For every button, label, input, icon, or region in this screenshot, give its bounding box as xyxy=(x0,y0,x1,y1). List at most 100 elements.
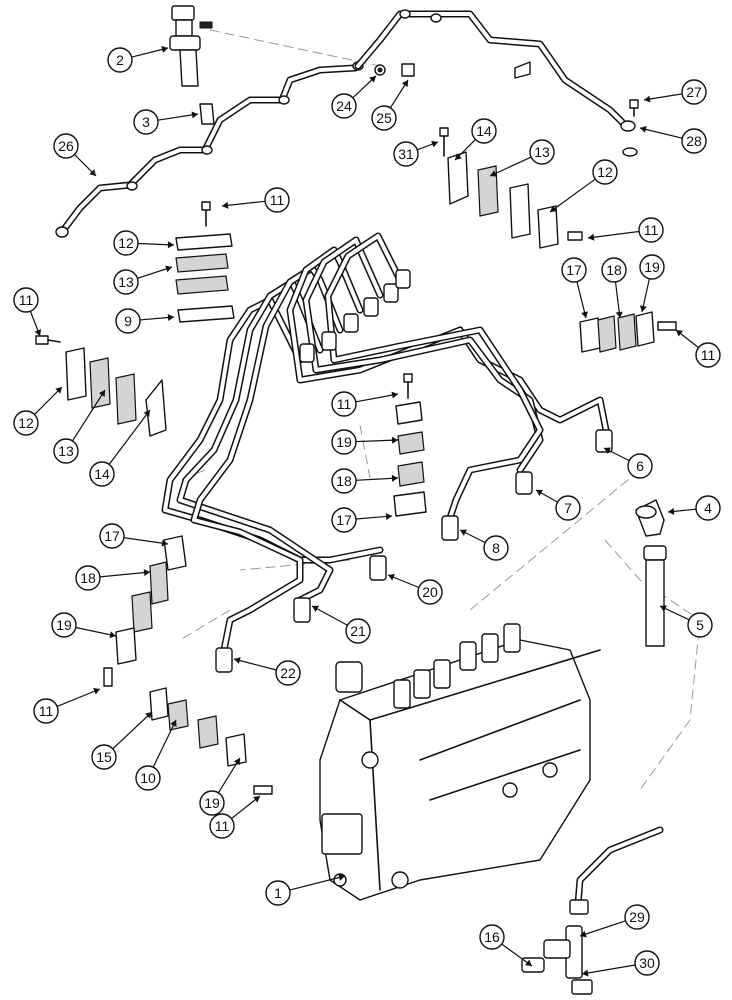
callout-number: 17 xyxy=(336,512,352,528)
callout-circle xyxy=(13,410,39,436)
callout-circle xyxy=(529,139,555,165)
callout-number: 26 xyxy=(58,138,74,154)
clamp-set-bottom xyxy=(149,687,273,795)
callout-number: 8 xyxy=(492,540,500,556)
callout-28: 28 xyxy=(639,126,707,154)
leader-line xyxy=(99,571,151,578)
callout-circle xyxy=(331,468,357,494)
leader-arrow xyxy=(34,329,42,336)
callout-circle xyxy=(331,93,357,119)
fuel-return-line-right xyxy=(354,9,638,157)
callout-30: 30 xyxy=(581,950,660,977)
leader-line xyxy=(221,200,266,207)
callout-17: 17 xyxy=(561,257,588,319)
callout-12: 12 xyxy=(113,230,175,256)
callout-number: 20 xyxy=(422,584,438,600)
leader-arrow xyxy=(234,657,241,664)
callout-12: 12 xyxy=(549,159,618,213)
leader-arrow xyxy=(312,605,319,612)
leader-arrow xyxy=(668,507,675,515)
fuel-return-line-left xyxy=(55,61,364,238)
callout-circle xyxy=(417,579,443,605)
leader-line xyxy=(355,439,399,443)
leader-line xyxy=(112,711,153,750)
callout-13: 13 xyxy=(489,139,555,177)
callout-circle xyxy=(345,618,371,644)
callout-number: 18 xyxy=(80,570,96,586)
callout-circle xyxy=(695,342,721,368)
callout-number: 11 xyxy=(39,703,54,719)
leader-arrow xyxy=(385,513,392,520)
leader-arrow xyxy=(639,305,647,312)
leader-arrow xyxy=(55,387,62,394)
callout-19: 19 xyxy=(331,429,399,455)
leader-line xyxy=(639,127,683,139)
callout-circle xyxy=(89,461,115,487)
callout-9: 9 xyxy=(115,308,175,334)
leader-line xyxy=(489,156,532,177)
leader-line xyxy=(131,47,169,58)
callout-number: 1 xyxy=(274,885,282,901)
leader-arrow xyxy=(582,969,589,977)
leader-line xyxy=(501,943,533,967)
leader-arrow xyxy=(431,140,438,148)
callout-22: 22 xyxy=(233,657,301,686)
leader-arrow xyxy=(581,311,588,318)
leader-line xyxy=(157,113,199,121)
leader-line xyxy=(137,242,175,246)
callout-number: 14 xyxy=(94,466,110,482)
callout-circle xyxy=(53,133,79,159)
leader-line xyxy=(355,393,399,403)
callout-11: 11 xyxy=(209,795,261,839)
callout-circle xyxy=(75,565,101,591)
callout-circle xyxy=(91,744,117,770)
callout-circle xyxy=(555,495,581,521)
clamp-set-right xyxy=(579,311,677,353)
callout-number: 30 xyxy=(639,955,655,971)
callout-number: 11 xyxy=(337,396,352,412)
leader-line xyxy=(587,230,640,239)
callout-number: 14 xyxy=(476,123,492,139)
callout-circle xyxy=(561,257,587,283)
callout-25: 25 xyxy=(371,79,409,131)
leader-arrow xyxy=(644,95,651,103)
callout-number: 2 xyxy=(116,52,124,68)
callout-circle xyxy=(51,612,77,638)
clamp-set-center xyxy=(393,373,427,517)
callout-13: 13 xyxy=(53,389,106,464)
callout-7: 7 xyxy=(535,489,581,521)
leader-line xyxy=(581,964,636,975)
elbow-fitting xyxy=(635,499,665,537)
callout-11: 11 xyxy=(13,287,42,337)
callout-circle xyxy=(33,698,59,724)
callout-17: 17 xyxy=(331,507,393,533)
callout-number: 11 xyxy=(215,818,230,834)
leader-arrow xyxy=(490,170,497,177)
callout-18: 18 xyxy=(331,468,399,494)
leader-arrow xyxy=(391,474,398,482)
callout-number: 15 xyxy=(96,749,112,765)
callout-number: 6 xyxy=(636,458,644,474)
callout-number: 27 xyxy=(686,84,702,100)
leader-arrow xyxy=(455,153,462,160)
callout-number: 12 xyxy=(118,235,134,251)
callout-number: 9 xyxy=(124,313,132,329)
callout-circle xyxy=(331,391,357,417)
callout-13: 13 xyxy=(113,265,173,295)
leader-line xyxy=(231,795,261,820)
callout-circle xyxy=(264,187,290,213)
callout-circle xyxy=(53,438,79,464)
leader-arrow xyxy=(391,436,398,444)
callout-circle xyxy=(265,880,291,906)
callout-number: 11 xyxy=(270,192,285,208)
callout-17: 17 xyxy=(99,523,169,549)
callout-29: 29 xyxy=(579,904,650,938)
tee-fitting xyxy=(521,925,593,995)
callout-18: 18 xyxy=(75,565,151,591)
callout-circle xyxy=(639,254,665,280)
leader-line xyxy=(355,515,393,520)
leader-arrow xyxy=(604,447,611,454)
callout-14: 14 xyxy=(89,409,151,487)
callout-19: 19 xyxy=(639,254,665,313)
